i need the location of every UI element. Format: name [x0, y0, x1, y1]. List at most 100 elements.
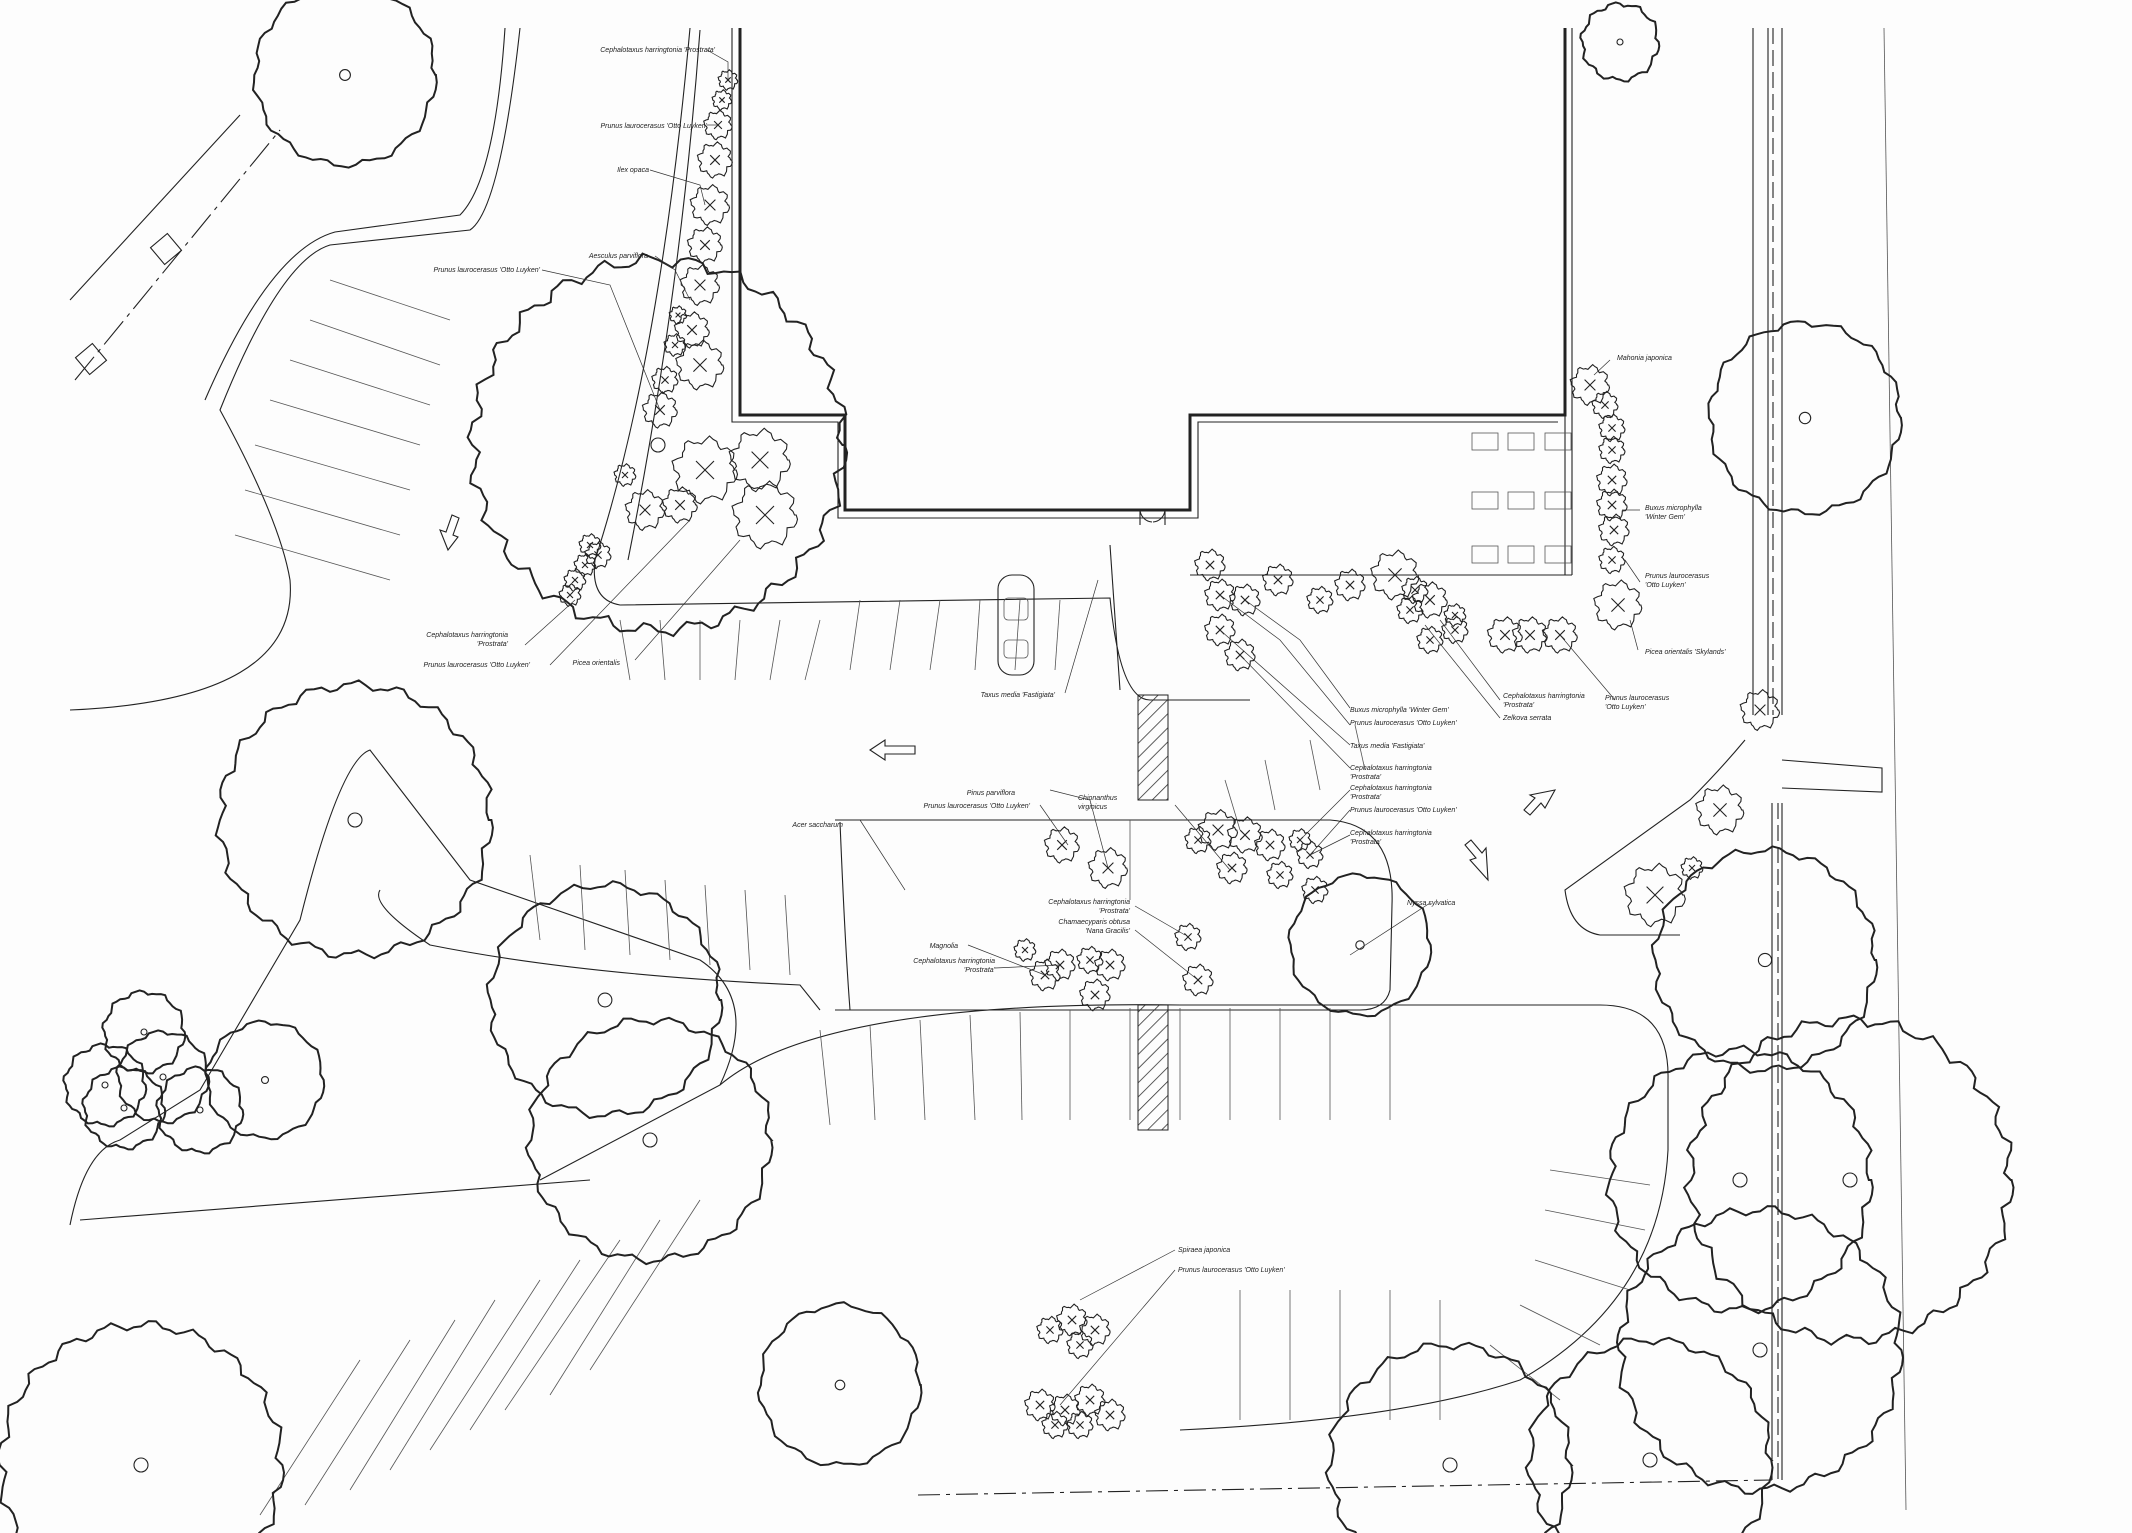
plant-label: Cephalotaxus harringtonia'Prostrata': [1350, 830, 1432, 846]
plant-label: Magnolia: [930, 943, 959, 950]
plant-label: Cephalotaxus harringtonia'Prostrata': [426, 632, 508, 648]
shrub-symbol: [1569, 363, 1611, 407]
shrub-symbol: [1598, 545, 1626, 575]
shrub-symbol: [1416, 625, 1444, 655]
label-leader: [1349, 902, 1431, 956]
label-leader: [549, 519, 691, 666]
west-road: [69, 114, 281, 381]
tree-canopy: [81, 1065, 167, 1151]
shrub-symbol: [1296, 840, 1324, 870]
shrub-symbol: [696, 141, 733, 179]
tree-canopy: [524, 1016, 774, 1266]
shrub-symbol: [1595, 463, 1628, 497]
shrub-symbol: [1197, 808, 1239, 852]
label-leader: [1593, 359, 1611, 376]
label-leader: [1439, 619, 1501, 701]
plant-label: Buxus microphylla'Winter Gem': [1645, 505, 1702, 521]
plant-label: Cephalotaxus harringtonia'Prostrata': [913, 958, 995, 974]
tree-canopy: [1524, 1336, 1774, 1533]
shrub-symbol: [728, 427, 791, 493]
shrub-symbol: [663, 332, 687, 357]
plant-label: Prunus laurocerasus'Otto Luyken': [1645, 573, 1710, 589]
label-leader: [1629, 619, 1639, 651]
shrub-symbol: [563, 567, 587, 592]
tree-canopy: [756, 1301, 923, 1467]
shrub-symbol: [1043, 826, 1080, 864]
shrub-symbol: [1333, 568, 1366, 602]
shrub-symbol: [1041, 1410, 1069, 1440]
shrub-symbol: [1680, 855, 1704, 880]
shrub-symbol: [1306, 585, 1334, 615]
plant-label: Prunus laurocerasus 'Otto Luyken': [1350, 720, 1457, 727]
shrub-symbol: [679, 263, 721, 307]
shrub-symbol: [1184, 825, 1212, 855]
shrub-symbol: [1073, 1383, 1106, 1417]
shrub-symbol: [1739, 688, 1781, 732]
tree-canopy: [1707, 320, 1903, 516]
label-leader: [524, 599, 576, 646]
shrub-symbol: [1226, 816, 1263, 854]
plant-label: Prunus laurocerasus 'Otto Luyken': [1178, 1267, 1285, 1274]
plant-label: Cephalotaxus harringtonia'Prostrata': [1048, 899, 1130, 915]
tree-canopy: [1287, 872, 1433, 1018]
tree-canopy: [1324, 1341, 1574, 1533]
shrub-symbol: [1078, 1313, 1111, 1347]
shrub-symbol: [673, 311, 710, 349]
plant-label: Buxus microphylla 'Winter Gem': [1350, 707, 1449, 714]
label-leader: [1424, 624, 1501, 719]
label-leader: [1039, 804, 1069, 846]
tree-canopy: [1579, 1, 1661, 83]
shrub-symbol: [1541, 616, 1578, 654]
parked-car: [997, 574, 1035, 676]
plant-label: Chamaecyparis obtusa'Nana Gracilis': [1058, 919, 1130, 935]
shrub-symbol: [558, 582, 582, 607]
plant-label: Acer saccharum: [791, 822, 843, 829]
label-leader: [1059, 1269, 1176, 1406]
tree-canopy: [115, 1029, 211, 1125]
tree-canopy: [214, 679, 494, 960]
shrub-symbol: [1411, 581, 1448, 619]
tree-canopy: [466, 252, 849, 638]
shrub-symbol: [1036, 1315, 1064, 1345]
label-leader: [1219, 594, 1351, 726]
shrub-symbol: [1301, 875, 1329, 905]
shrub-symbol: [1066, 1330, 1094, 1360]
traffic-arrow: [1523, 789, 1557, 816]
tree-canopy: [0, 1320, 286, 1533]
shrub-symbol: [1076, 945, 1104, 975]
plant-label: Zelkova serrata: [1502, 715, 1551, 722]
parking-lot: [69, 27, 1669, 1516]
shrub-symbol: [1441, 615, 1469, 645]
plant-label: Ilex opaca: [617, 167, 649, 174]
plant-label: Aesculus parviflora: [588, 253, 648, 260]
label-leader: [649, 169, 706, 206]
shrub-symbol: [1093, 1398, 1126, 1432]
traffic-arrow: [1464, 839, 1489, 882]
shrub-symbol: [1486, 616, 1523, 654]
shrub-symbol: [624, 488, 666, 532]
shrub-symbol: [671, 435, 739, 505]
plant-label: Prunus laurocerasus 'Otto Luyken': [1350, 807, 1457, 814]
label-leader: [994, 964, 1061, 969]
plant-label: Nyssa sylvatica: [1407, 900, 1455, 907]
plant-label: Prunus laurocerasus 'Otto Luyken': [423, 662, 530, 669]
label-leader: [1239, 654, 1351, 769]
shrub-symbol: [1370, 549, 1420, 601]
label-leader: [1559, 634, 1616, 701]
plant-label: Pinus parviflora: [967, 790, 1015, 797]
traffic-arrow: [439, 514, 460, 552]
shrub-symbol: [1174, 922, 1202, 952]
shrub-symbol: [1093, 948, 1126, 982]
shrub-symbol: [731, 480, 799, 550]
shrub-symbol: [1203, 613, 1236, 647]
label-leader: [1134, 905, 1186, 936]
shrub-symbol: [1623, 862, 1686, 928]
plant-label: Picea orientalis: [573, 660, 621, 667]
shrub-symbol: [1215, 851, 1248, 885]
shrub-symbol: [1401, 575, 1429, 605]
label-leader: [1244, 599, 1351, 709]
tree-canopy: [62, 1042, 148, 1128]
traffic-arrow: [869, 738, 916, 762]
